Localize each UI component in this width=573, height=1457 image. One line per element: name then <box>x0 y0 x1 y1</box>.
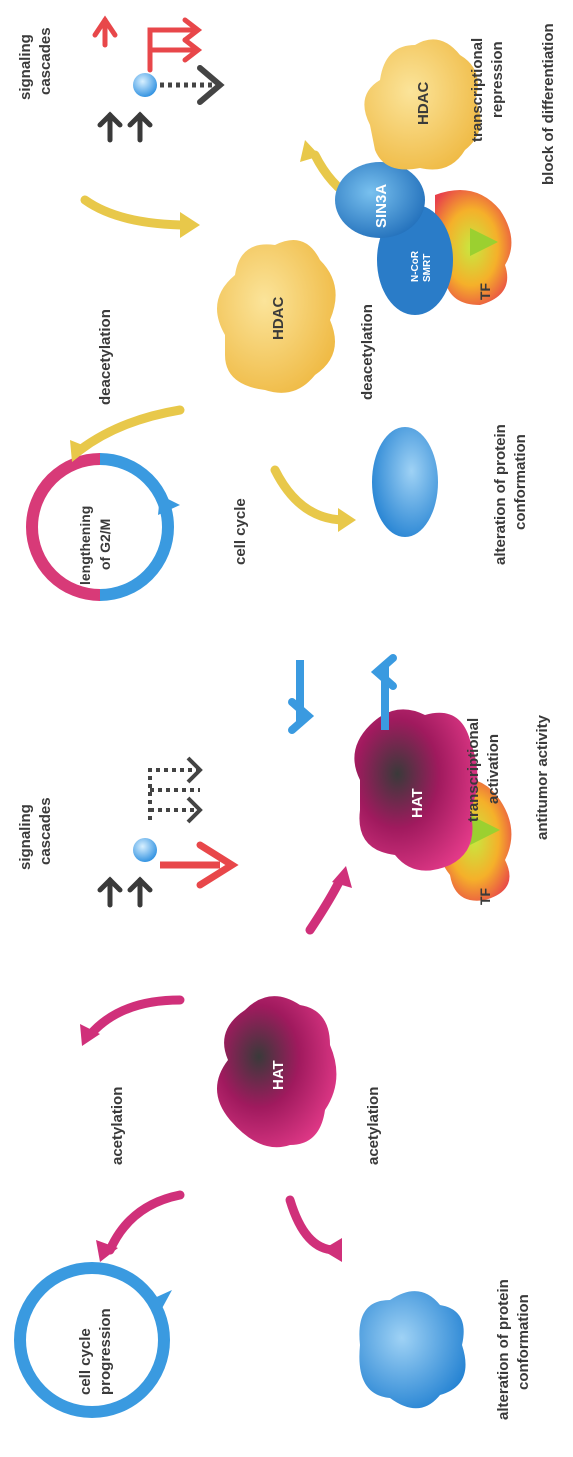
tf-label-right: TF <box>477 282 493 300</box>
ncor-label-1: N-CoR <box>410 250 421 282</box>
alteration-left-label-1: alteration of protein <box>495 1279 512 1420</box>
transcriptional-repression-label-2: repression <box>489 41 506 118</box>
deacetylation-arrow-2 <box>85 200 190 225</box>
deacetylation-label-top: deacetylation <box>97 309 114 405</box>
signaling-left-node <box>133 838 157 862</box>
deacetylation-arrow-1 <box>80 410 180 450</box>
hat-label-complex: HAT <box>409 788 426 818</box>
signaling-right-label-1: signaling <box>17 34 34 100</box>
signaling-right-node <box>133 73 157 97</box>
cell-cycle-progression-label-2: progression <box>97 1308 114 1395</box>
transcriptional-activation-label-1: transcriptional <box>465 718 482 822</box>
signaling-left-red-arrow <box>160 845 232 885</box>
transcriptional-activation-label-2: activation <box>485 734 502 804</box>
signaling-left-inputs <box>100 880 150 905</box>
cell-cycle-progression-label-1: cell cycle <box>77 1328 94 1395</box>
acetylation-arrow-3 <box>290 1200 335 1250</box>
alteration-left-label-2: conformation <box>515 1294 532 1390</box>
signaling-right-inputs <box>100 115 150 140</box>
deacetylation-label-bottom: deacetylation <box>359 304 376 400</box>
lengthening-label-2: of G2/M <box>97 519 113 570</box>
protein-right-altered <box>372 427 438 537</box>
acetylation-arrow-1 <box>110 1195 180 1250</box>
block-of-differentiation-label: block of differentiation <box>540 23 557 185</box>
signaling-left-label-1: signaling <box>17 804 34 870</box>
hdac-label-right: HDAC <box>415 82 432 125</box>
deacetylation-arrow-3 <box>275 470 345 520</box>
cell-cycle-progression-ring <box>20 1268 172 1412</box>
signaling-left-label-2: cascades <box>37 797 54 865</box>
hat-label-center: HAT <box>270 1060 287 1090</box>
signaling-right-label-2: cascades <box>37 27 54 95</box>
antitumor-activity-label: antitumor activity <box>534 714 551 840</box>
sin3a-label: SIN3A <box>373 184 390 228</box>
acetylation-label-bottom: acetylation <box>365 1087 382 1165</box>
cell-cycle-label: cell cycle <box>232 498 249 565</box>
acetylation-arrow-4 <box>310 880 340 930</box>
transcriptional-repression-label-1: transcriptional <box>469 38 486 142</box>
acetylation-label-top: acetylation <box>109 1087 126 1165</box>
lengthening-label-1: lengthening <box>77 506 93 585</box>
acetylation-arrow-2 <box>90 1000 180 1035</box>
alteration-right-label-1: alteration of protein <box>492 424 509 565</box>
protein-left-altered <box>359 1291 465 1408</box>
signaling-right-red-arrows <box>95 20 198 70</box>
alteration-right-label-2: conformation <box>512 434 529 530</box>
ncor-label-2: SMRT <box>422 254 433 282</box>
hdac-label-center: HDAC <box>270 297 287 340</box>
tf-label-left: TF <box>477 887 493 905</box>
